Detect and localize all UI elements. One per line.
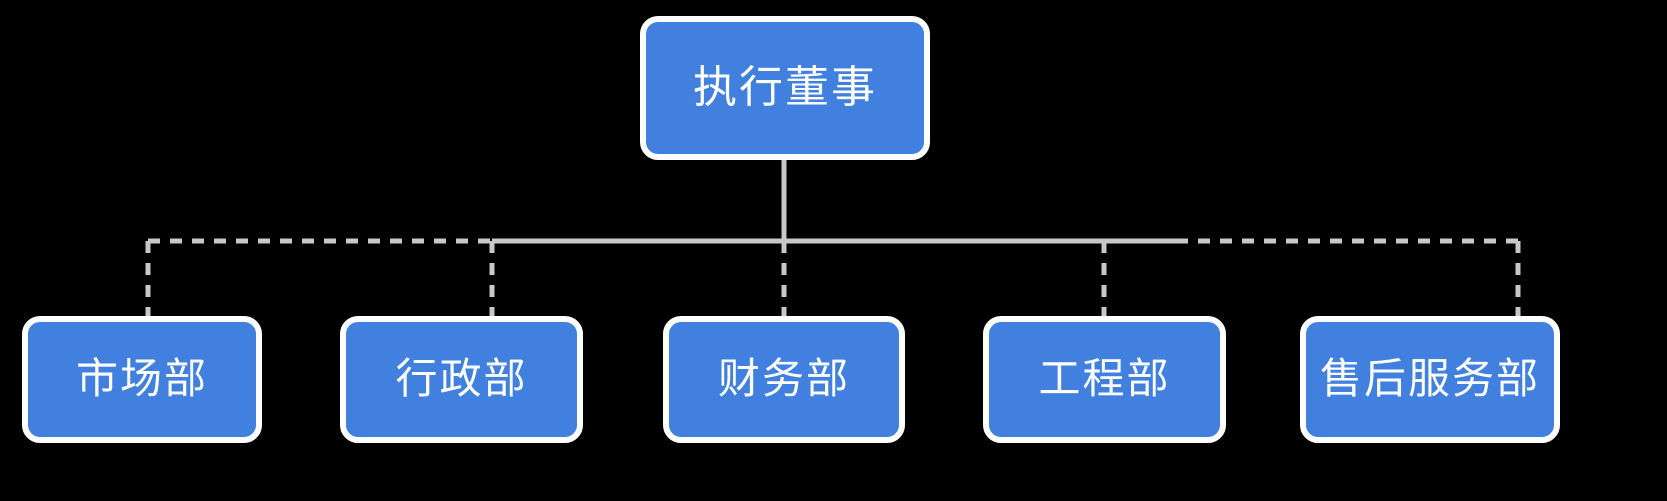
node-root-executive-director[interactable]: 执行董事	[640, 16, 930, 160]
node-child-label: 财务部	[717, 354, 850, 404]
node-child-label: 市场部	[75, 354, 208, 404]
node-child-engineering[interactable]: 工程部	[983, 316, 1226, 443]
node-child-marketing[interactable]: 市场部	[22, 316, 262, 443]
node-child-after-sales-service[interactable]: 售后服务部	[1300, 316, 1560, 443]
node-child-label: 售后服务部	[1319, 354, 1540, 404]
node-child-finance[interactable]: 财务部	[663, 316, 905, 443]
node-child-administration[interactable]: 行政部	[340, 316, 583, 443]
node-child-label: 工程部	[1038, 354, 1171, 404]
node-child-label: 行政部	[395, 354, 528, 404]
node-root-label: 执行董事	[693, 61, 877, 113]
